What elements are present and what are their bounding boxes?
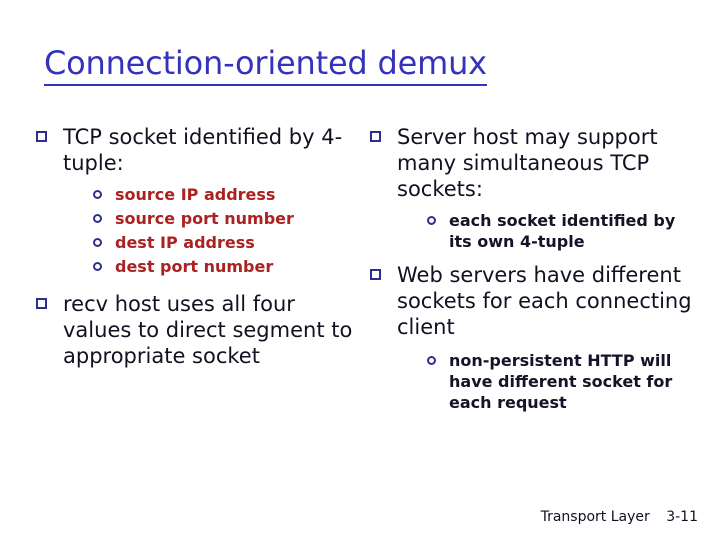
sub-bullet-text: source port number bbox=[115, 209, 294, 228]
sub-bullet-text: source IP address bbox=[115, 185, 276, 204]
footer-page-number: 3-11 bbox=[666, 509, 698, 525]
right-column: Server host may support many simultaneou… bbox=[362, 124, 702, 423]
list-item: dest port number bbox=[93, 256, 358, 277]
circle-bullet-icon bbox=[93, 190, 102, 199]
bullet-text: Web servers have different sockets for e… bbox=[397, 263, 692, 339]
list-item: source IP address bbox=[93, 184, 358, 205]
list-item: non-persistent HTTP will have different … bbox=[427, 350, 702, 413]
right-bullet-list: Server host may support many simultaneou… bbox=[362, 124, 702, 413]
list-item: source port number bbox=[93, 208, 358, 229]
page-title: Connection-oriented demux bbox=[44, 44, 684, 86]
list-item: dest IP address bbox=[93, 232, 358, 253]
circle-bullet-icon bbox=[93, 214, 102, 223]
list-item: each socket identified by its own 4-tupl… bbox=[427, 210, 702, 252]
right-sub-list-a: each socket identified by its own 4-tupl… bbox=[397, 210, 702, 252]
left-column: TCP socket identified by 4-tuple: source… bbox=[28, 124, 358, 379]
bullet-text: recv host uses all four values to direct… bbox=[63, 292, 353, 368]
page-title-text: Connection-oriented demux bbox=[44, 44, 487, 86]
list-item: TCP socket identified by 4-tuple: source… bbox=[28, 124, 358, 277]
sub-bullet-text: non-persistent HTTP will have different … bbox=[449, 351, 673, 412]
sub-bullet-text: each socket identified by its own 4-tupl… bbox=[449, 211, 676, 251]
square-bullet-icon bbox=[36, 298, 47, 309]
circle-bullet-icon bbox=[93, 262, 102, 271]
footer-layer-label: Transport Layer bbox=[540, 509, 650, 525]
right-sub-list-b: non-persistent HTTP will have different … bbox=[397, 350, 702, 413]
circle-bullet-icon bbox=[93, 238, 102, 247]
square-bullet-icon bbox=[370, 131, 381, 142]
circle-bullet-icon bbox=[427, 356, 436, 365]
slide-footer: Transport Layer 3-11 bbox=[541, 508, 698, 526]
square-bullet-icon bbox=[370, 269, 381, 280]
circle-bullet-icon bbox=[427, 216, 436, 225]
left-bullet-list: TCP socket identified by 4-tuple: source… bbox=[28, 124, 358, 369]
left-sub-list: source IP address source port number des… bbox=[63, 184, 358, 277]
list-item: Server host may support many simultaneou… bbox=[362, 124, 702, 252]
list-item: Web servers have different sockets for e… bbox=[362, 262, 702, 413]
sub-bullet-text: dest IP address bbox=[115, 233, 255, 252]
bullet-text: Server host may support many simultaneou… bbox=[397, 125, 658, 201]
bullet-text: TCP socket identified by 4-tuple: bbox=[63, 125, 343, 175]
square-bullet-icon bbox=[36, 131, 47, 142]
list-item: recv host uses all four values to direct… bbox=[28, 291, 358, 369]
sub-bullet-text: dest port number bbox=[115, 257, 274, 276]
